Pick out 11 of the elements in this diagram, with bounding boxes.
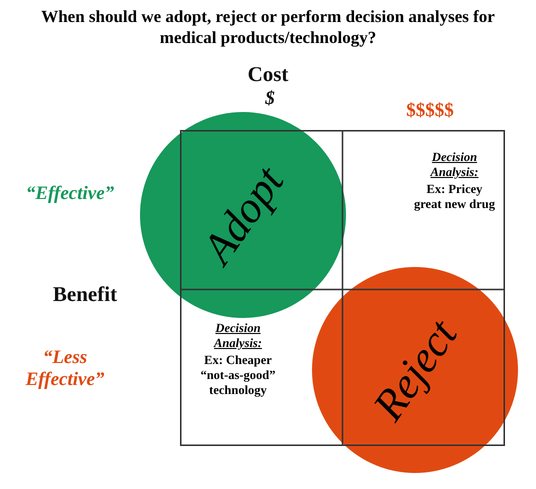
cost-label: $ [264, 88, 276, 110]
cell-heading: Decision Analysis: [428, 150, 480, 180]
row-label: “Less Effective” [24, 347, 106, 391]
row-label: “Effective” [24, 183, 116, 205]
cost-label: $$$$$ [405, 100, 455, 122]
title: When should we adopt, reject or perform decision analyses for medical products/technology? [40, 6, 496, 48]
axis-title: Benefit [52, 282, 118, 307]
cell-text: Ex: Cheaper “not-as-good” technology [199, 353, 276, 398]
cell-heading: Decision Analysis: [212, 321, 263, 351]
axis-title: Cost [246, 62, 290, 87]
cell-text: Ex: Pricey great new drug [412, 182, 496, 212]
